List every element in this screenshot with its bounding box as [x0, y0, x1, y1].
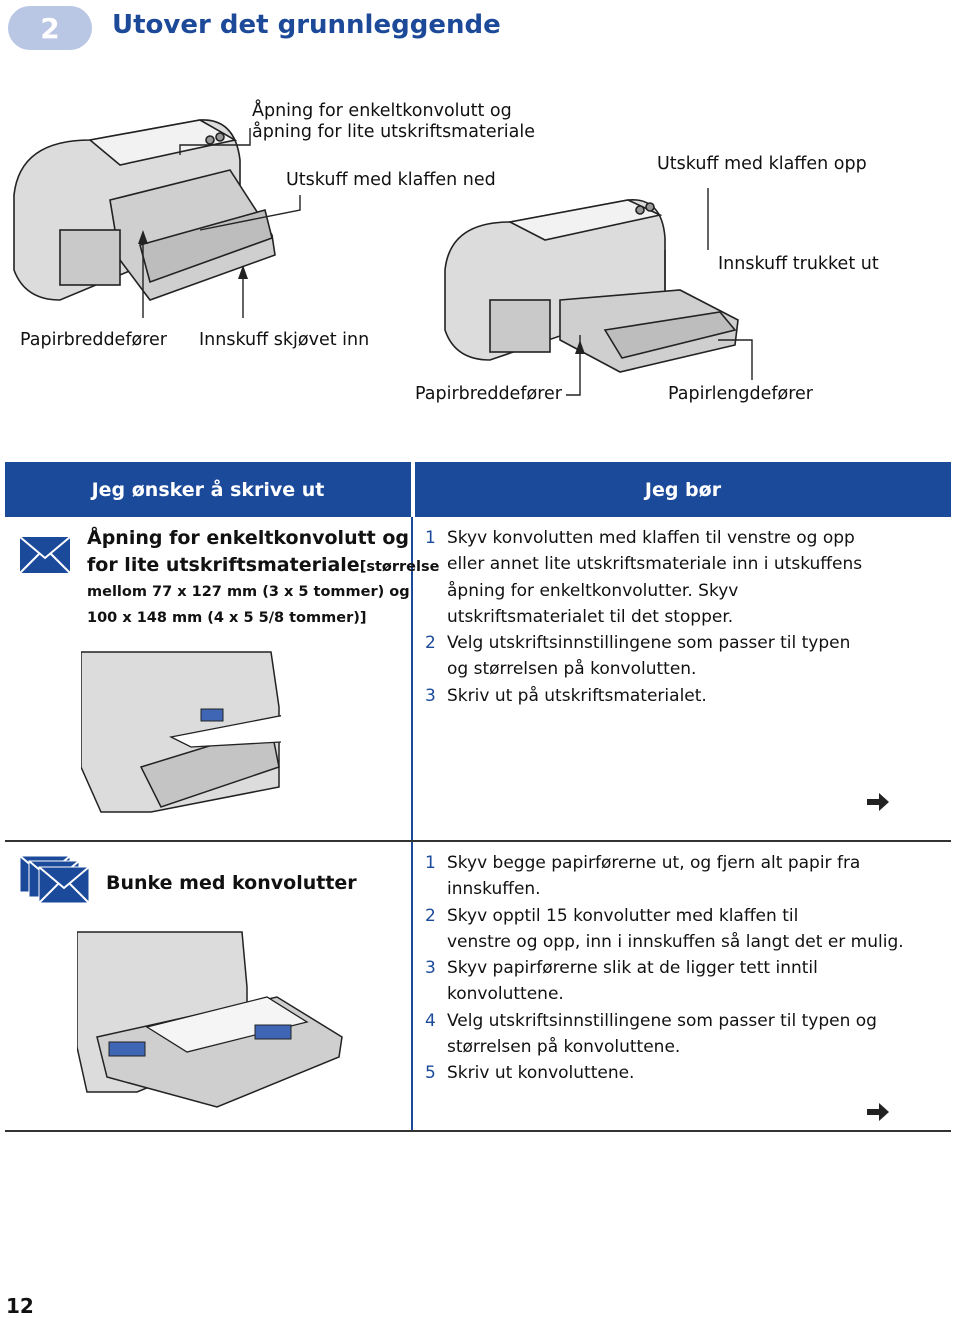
single-slot-label-line2: åpning for lite utskriftsmateriale [252, 122, 535, 142]
single-slot-label-line1: Åpning for enkeltkonvolutt og [252, 101, 512, 121]
row1-title: Åpning for enkeltkonvolutt og for lite u… [87, 527, 440, 576]
row2-title: Bunke med konvolutter [106, 872, 357, 894]
input-in-label: Innskuff skjøvet inn [199, 330, 370, 350]
row2-step-2: 2 Skyv opptil 15 konvolutter med klaffen… [425, 905, 904, 952]
row-divider [5, 840, 951, 842]
row1-step-1: 1 Skyv konvolutten med klaffen til venst… [425, 528, 863, 627]
chapter-number-badge: 2 [8, 6, 92, 50]
row2-step-1: 1 Skyv begge papirførerne ut, og fjern a… [425, 853, 861, 900]
col2-header: Jeg bør [415, 462, 951, 517]
output-up-label: Utskuff med klaffen opp [657, 154, 867, 174]
instruction-table: Jeg ønsker å skrive ut Jeg bør Åpning fo… [5, 462, 951, 1132]
printer-open-illustration [444, 199, 739, 373]
continue-arrow-icon [867, 792, 891, 816]
continue-arrow-icon-2 [867, 1102, 891, 1126]
width-guide-right-label: Papirbreddefører [415, 384, 562, 404]
width-guide-left-label: Papirbreddefører [20, 330, 167, 350]
row1-size-note: mellom 77 x 127 mm (3 x 5 tommer) og 100… [87, 584, 410, 626]
row2-step-3: 3 Skyv papirførerne slik at de ligger te… [425, 958, 818, 1005]
table-bottom-rule [5, 1130, 951, 1132]
row2-step-4: 4 Velg utskriftsinnstillingene som passe… [425, 1010, 877, 1058]
row2-steps: 1 Skyv begge papirførerne ut, og fjern a… [425, 850, 904, 1087]
callout-lines [142, 128, 753, 396]
envelope-icon [19, 536, 71, 578]
callout-arrowheads [138, 230, 585, 354]
single-envelope-feed-illustration [81, 651, 281, 813]
printer-closed-illustration [13, 119, 276, 301]
envelope-stack-feed-illustration [77, 931, 343, 1108]
output-down-label: Utskuff med klaffen ned [286, 170, 496, 190]
row1-step-2: 2 Velg utskriftsinnstillingene som passe… [425, 633, 851, 680]
row1-step-3: 3 Skriv ut på utskriftsmaterialet. [425, 685, 707, 706]
page-number: 12 [6, 1294, 34, 1318]
col1-header: Jeg ønsker å skrive ut [5, 462, 411, 517]
printer-diagram [13, 119, 753, 396]
row1-steps: 1 Skyv konvolutten med klaffen til venst… [425, 525, 862, 709]
chapter-title: Utover det grunnleggende [112, 10, 501, 40]
envelope-stack-icon [19, 855, 95, 911]
length-guide-label: Papirlengdefører [668, 384, 813, 404]
input-out-label: Innskuff trukket ut [718, 254, 879, 274]
column-divider [411, 517, 413, 1132]
row2-step-5: 5 Skriv ut konvoluttene. [425, 1063, 635, 1084]
